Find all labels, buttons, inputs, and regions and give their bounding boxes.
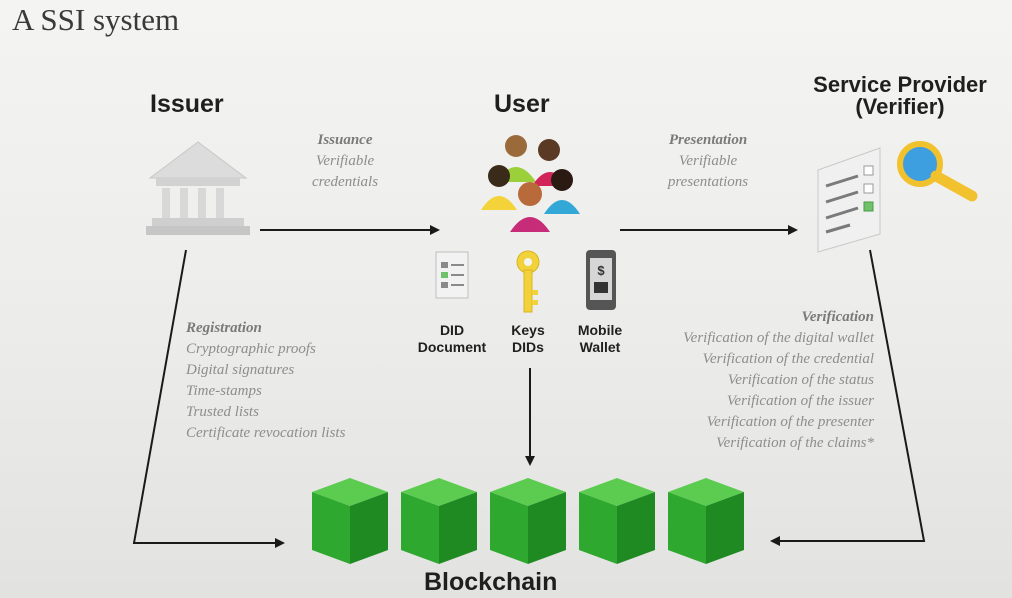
issuer-heading: Issuer xyxy=(150,90,224,118)
registration-item: Cryptographic proofs xyxy=(186,341,316,357)
verification-item: Verification of the claims* xyxy=(716,435,874,451)
issuance-line1: Verifiable xyxy=(315,153,375,169)
keys-dids-label: Keys DIDs xyxy=(496,322,560,356)
registration-item: Certificate revocation lists xyxy=(186,425,346,441)
presentation-title: Presentation xyxy=(668,132,748,148)
registration-item: Time-stamps xyxy=(186,383,262,399)
did-document-line1: DID xyxy=(439,322,465,338)
verification-title: Verification xyxy=(801,309,874,325)
presentation-label: Presentation Verifiable presentations xyxy=(650,130,766,193)
mobile-wallet-line1: Mobile xyxy=(577,322,623,338)
keys-dids-line1: Keys xyxy=(511,322,545,338)
magnifier-icon xyxy=(897,141,978,202)
verifier-heading-line2: (Verifier) xyxy=(855,94,945,119)
did-document-icon xyxy=(435,251,469,299)
registration-label: Registration Cryptographic proofs Digita… xyxy=(186,318,345,444)
blockchain-block xyxy=(668,478,744,564)
registration-item: Digital signatures xyxy=(186,362,295,378)
presentation-line1: Verifiable xyxy=(678,153,738,169)
blockchain-label: Blockchain xyxy=(424,568,558,596)
verification-label: Verification Verification of the digital… xyxy=(636,307,874,454)
blockchain-blocks xyxy=(312,478,744,564)
checklist-icon xyxy=(817,147,881,253)
verification-item: Verification of the status xyxy=(727,372,874,388)
blockchain-block xyxy=(312,478,388,564)
user-heading: User xyxy=(494,90,550,118)
bank-icon xyxy=(146,141,250,235)
verification-item: Verification of the digital wallet xyxy=(683,330,874,346)
verification-item: Verification of the presenter xyxy=(706,414,874,430)
issuance-label: Issuance Verifiable credentials xyxy=(300,130,390,193)
key-icon xyxy=(516,250,540,313)
verifier-heading-line1: Service Provider xyxy=(813,72,987,97)
registration-item: Trusted lists xyxy=(186,404,259,420)
blockchain-block xyxy=(401,478,477,564)
mobile-wallet-icon: $ xyxy=(586,250,616,310)
svg-text:$: $ xyxy=(597,263,605,278)
verification-arrow xyxy=(770,249,926,546)
blockchain-block xyxy=(579,478,655,564)
presentation-line2: presentations xyxy=(667,174,749,190)
verification-item: Verification of the issuer xyxy=(726,393,874,409)
issuance-title: Issuance xyxy=(317,132,373,148)
did-document-line2: Document xyxy=(417,339,487,355)
registration-arrow xyxy=(132,249,285,548)
keys-dids-line2: DIDs xyxy=(512,339,544,355)
mobile-wallet-line2: Wallet xyxy=(579,339,621,355)
blockchain-block xyxy=(490,478,566,564)
users-group-icon xyxy=(481,135,580,232)
page-title: A SSI system xyxy=(12,2,180,37)
registration-title: Registration xyxy=(186,320,262,336)
mobile-wallet-label: Mobile Wallet xyxy=(562,322,638,356)
verification-item: Verification of the credential xyxy=(702,351,875,367)
issuance-line2: credentials xyxy=(311,174,379,190)
did-document-label: DID Document xyxy=(408,322,496,356)
verifier-heading: Service Provider (Verifier) xyxy=(790,74,1010,118)
